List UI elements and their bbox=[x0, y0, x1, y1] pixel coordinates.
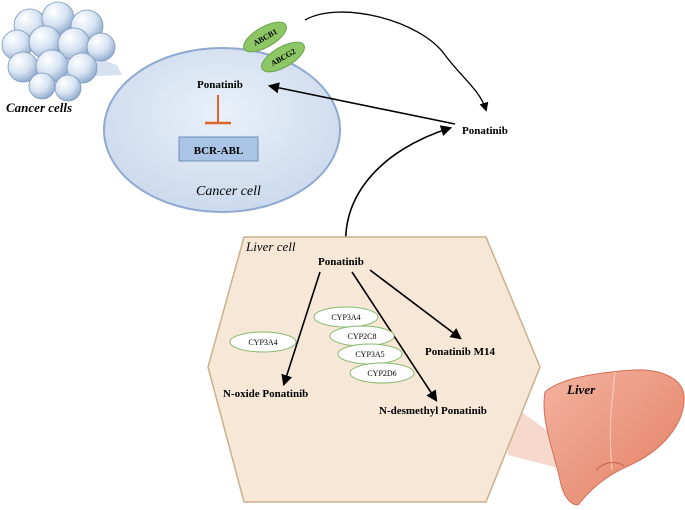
transporter-abcb1: ABCB1 bbox=[243, 21, 287, 53]
ponatinib-intracellular: Ponatinib bbox=[197, 79, 243, 91]
zoom-wedge-liver bbox=[508, 402, 566, 470]
metabolite-desmethyl: N-desmethyl Ponatinib bbox=[379, 405, 487, 417]
efflux-arrow bbox=[304, 11, 489, 112]
uptake-arrow bbox=[267, 82, 456, 125]
enzyme-desmethyl-3: CYP3A5 bbox=[355, 350, 384, 359]
m14-arrow bbox=[369, 269, 462, 340]
enzyme-stack-desmethyl: CYP3A4 CYP2C8 CYP3A5 CYP2D6 bbox=[313, 306, 415, 384]
enzyme-noxide: CYP3A4 bbox=[229, 331, 297, 353]
enzyme-desmethyl-1: CYP3A4 bbox=[331, 313, 360, 322]
ponatinib-circulating: Ponatinib bbox=[462, 125, 508, 137]
enzyme-desmethyl-4: CYP2D6 bbox=[367, 369, 396, 378]
noxide-arrow bbox=[281, 271, 321, 387]
transporter-abcg2: ABCG2 bbox=[261, 41, 305, 73]
enzyme-noxide-label: CYP3A4 bbox=[248, 338, 277, 347]
cancer-cell-cluster bbox=[1, 1, 116, 102]
bcr-abl-box bbox=[178, 136, 259, 162]
ponatinib-hepatic: Ponatinib bbox=[318, 256, 364, 268]
metabolite-noxide: N-oxide Ponatinib bbox=[223, 388, 308, 400]
metabolite-m14: Ponatinib M14 bbox=[425, 346, 495, 358]
liver-organ bbox=[543, 369, 685, 506]
cancer-cell-label: Cancer cell bbox=[196, 184, 261, 199]
bcr-abl-label: BCR-ABL bbox=[194, 145, 244, 157]
liver-label: Liver bbox=[566, 382, 596, 397]
liver-cell-label: Liver cell bbox=[245, 239, 296, 254]
cancer-cells-label: Cancer cells bbox=[6, 100, 72, 115]
enzyme-desmethyl-2: CYP2C8 bbox=[348, 332, 377, 341]
